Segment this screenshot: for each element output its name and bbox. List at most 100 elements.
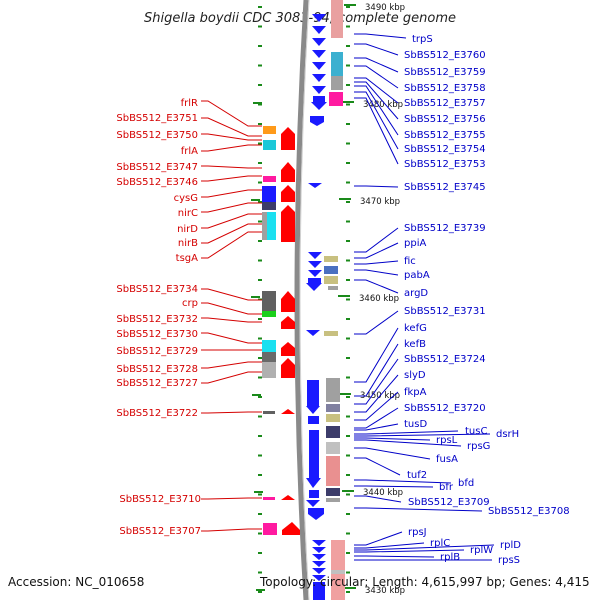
gene-label-fkpA[interactable]: fkpA	[404, 387, 427, 398]
gene-label-SbBS512_E3747[interactable]: SbBS512_E3747	[116, 162, 198, 173]
leader-line-right	[354, 423, 399, 431]
gene-label-SbBS512_E3727[interactable]: SbBS512_E3727	[116, 378, 198, 389]
gene-label-kefB[interactable]: kefB	[404, 339, 426, 350]
leader-line-right	[354, 544, 495, 551]
kbp-label-3460: 3460 kbp	[359, 294, 399, 304]
gene-label-SbBS512_E3708[interactable]: SbBS512_E3708	[488, 506, 570, 517]
gene-label-nirC[interactable]: nirC	[178, 208, 198, 219]
gene-bar-crp	[262, 311, 276, 317]
gene-bar-3729	[262, 352, 276, 362]
leader-line-left	[201, 117, 262, 137]
gene-label-SbBS512_E3732[interactable]: SbBS512_E3732	[116, 314, 198, 325]
left-leader-lines	[201, 100, 262, 532]
gene-bar-3734	[262, 291, 276, 311]
gene-label-frlA[interactable]: frlA	[181, 146, 198, 157]
gene-label-crp[interactable]: crp	[182, 298, 198, 309]
gene-label-pabA[interactable]: pabA	[404, 270, 430, 281]
gene-label-SbBS512_E3758[interactable]: SbBS512_E3758	[404, 83, 486, 94]
gene-label-rpsJ[interactable]: rpsJ	[408, 527, 427, 538]
kbp-label-3490: 3490 kbp	[365, 3, 405, 13]
gene-label-SbBS512_E3707[interactable]: SbBS512_E3707	[119, 526, 201, 537]
gene-label-SbBS512_E3709[interactable]: SbBS512_E3709	[408, 497, 490, 508]
kbp-label-3430: 3430 kbp	[365, 586, 405, 596]
gene-arrow-3734	[281, 291, 295, 312]
gene-label-SbBS512_E3751[interactable]: SbBS512_E3751	[116, 113, 198, 124]
leader-line-left	[201, 361, 262, 369]
leader-line-right	[354, 260, 399, 265]
gene-label-SbBS512_E3710[interactable]: SbBS512_E3710	[119, 494, 201, 505]
gene-label-fic[interactable]: fic	[404, 256, 416, 267]
gene-arrow-3707	[282, 522, 300, 535]
genome-backbone	[294, 0, 309, 600]
gene-label-SbBS512_E3757[interactable]: SbBS512_E3757	[404, 98, 486, 109]
gene-label-SbBS512_E3756[interactable]: SbBS512_E3756	[404, 114, 486, 125]
leader-line-left	[201, 189, 262, 198]
gene-label-bfd[interactable]: bfd	[458, 478, 474, 489]
gene-label-rpsL[interactable]: rpsL	[436, 435, 458, 446]
gene-label-SbBS512_E3720[interactable]: SbBS512_E3720	[404, 403, 486, 414]
gene-label-fusA[interactable]: fusA	[436, 454, 458, 465]
gene-label-SbBS512_E3754[interactable]: SbBS512_E3754	[404, 144, 486, 155]
leader-line-left	[201, 302, 262, 315]
gene-label-bfr[interactable]: bfr	[439, 482, 454, 493]
leader-line-left	[201, 371, 262, 384]
gene-label-rplD[interactable]: rplD	[500, 540, 521, 551]
gene-label-SbBS512_E3755[interactable]: SbBS512_E3755	[404, 130, 486, 141]
gene-label-tusC[interactable]: tusC	[465, 426, 487, 437]
leader-line-right	[354, 485, 434, 488]
gene-label-SbBS512_E3722[interactable]: SbBS512_E3722	[116, 408, 198, 419]
gene-label-SbBS512_E3746[interactable]: SbBS512_E3746	[116, 177, 198, 188]
leader-line-left	[201, 133, 262, 141]
gene-bar-3731	[324, 331, 338, 336]
gene-label-kefG[interactable]: kefG	[404, 323, 427, 334]
gene-label-SbBS512_E3745[interactable]: SbBS512_E3745	[404, 182, 486, 193]
gene-bar-top-2	[331, 52, 343, 76]
gene-label-SbBS512_E3759[interactable]: SbBS512_E3759	[404, 67, 486, 78]
gene-label-SbBS512_E3750[interactable]: SbBS512_E3750	[116, 130, 198, 141]
gene-label-trpS[interactable]: trpS	[412, 34, 433, 45]
gene-blue-block-bottom	[312, 540, 326, 600]
gene-arrow-3745	[308, 183, 322, 188]
gene-label-SbBS512_E3730[interactable]: SbBS512_E3730	[116, 329, 198, 340]
gene-label-argD[interactable]: argD	[404, 288, 428, 299]
gene-label-tuf2[interactable]: tuf2	[407, 470, 427, 481]
leader-line-right	[354, 433, 491, 437]
gene-label-rplB[interactable]: rplB	[440, 552, 460, 563]
gene-label-slyD[interactable]: slyD	[404, 370, 426, 381]
gene-label-frlR[interactable]: frlR	[181, 98, 198, 109]
gene-arrow-3732	[281, 316, 295, 329]
gene-bar-nirB	[262, 212, 267, 240]
gene-label-SbBS512_E3724[interactable]: SbBS512_E3724	[404, 354, 486, 365]
gene-label-tusD[interactable]: tusD	[404, 419, 427, 430]
gene-label-rplC[interactable]: rplC	[430, 538, 450, 549]
gene-label-SbBS512_E3731[interactable]: SbBS512_E3731	[404, 306, 486, 317]
gene-label-SbBS512_E3753[interactable]: SbBS512_E3753	[404, 159, 486, 170]
gene-label-SbBS512_E3729[interactable]: SbBS512_E3729	[116, 346, 198, 357]
gene-label-ppiA[interactable]: ppiA	[404, 238, 426, 249]
gene-label-nirB[interactable]: nirB	[178, 238, 198, 249]
gene-label-rpsG[interactable]: rpsG	[467, 441, 490, 452]
gene-label-dsrH[interactable]: dsrH	[496, 429, 519, 440]
gene-blue-block-low	[306, 380, 324, 520]
leader-line-left	[201, 528, 262, 532]
gene-label-rpsS[interactable]: rpsS	[498, 555, 520, 566]
leader-line-left	[201, 497, 262, 500]
gene-label-nirD[interactable]: nirD	[177, 224, 198, 235]
kbp-label-3440: 3440 kbp	[363, 488, 403, 498]
leader-line-right	[354, 81, 399, 120]
gene-label-cysG[interactable]: cysG	[174, 193, 198, 204]
gene-label-SbBS512_E3739[interactable]: SbBS512_E3739	[404, 223, 486, 234]
gene-label-SbBS512_E3760[interactable]: SbBS512_E3760	[404, 50, 486, 61]
leader-line-right	[354, 227, 399, 253]
topology-text: Topology: circular; Length: 4,615,997 bp…	[259, 575, 590, 589]
gene-label-SbBS512_E3728[interactable]: SbBS512_E3728	[116, 364, 198, 375]
gene-arrow-frlA	[281, 127, 295, 150]
gene-label-tsgA[interactable]: tsgA	[176, 253, 198, 264]
gene-label-rplW[interactable]: rplW	[470, 545, 493, 556]
gene-label-SbBS512_E3734[interactable]: SbBS512_E3734	[116, 284, 198, 295]
left-gene-labels: frlR SbBS512_E3751 SbBS512_E3750 frlA Sb…	[116, 98, 201, 537]
leader-line-left	[201, 411, 262, 414]
gene-bar-3722	[263, 411, 275, 414]
